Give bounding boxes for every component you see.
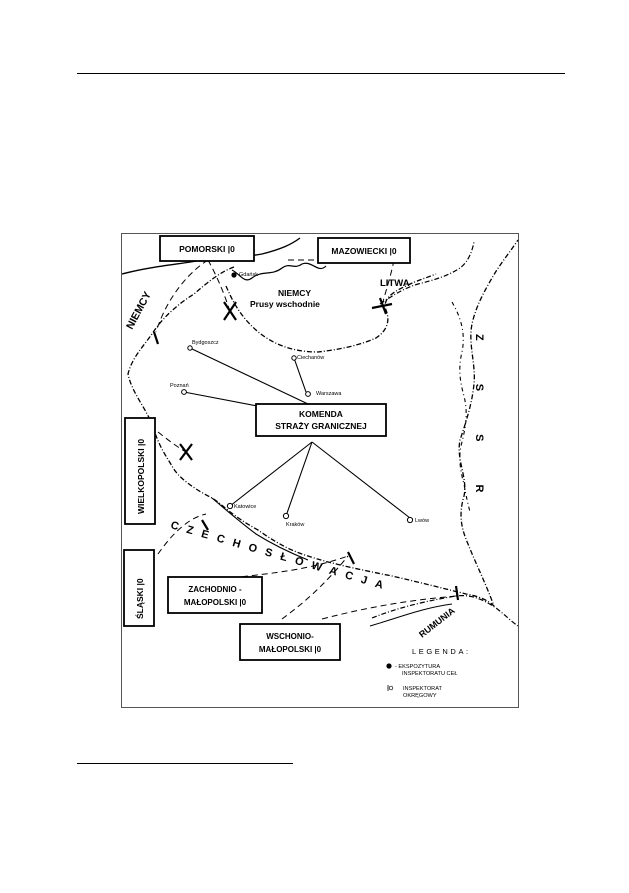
ciechanow-marker [291, 355, 297, 361]
romania-border [371, 595, 519, 627]
crossing-marker [371, 302, 393, 310]
crossing-marker [152, 331, 160, 345]
inspectorate-label-pomorski: POMORSKI |0 [179, 244, 235, 254]
legend-inspektorat-circle-icon [388, 685, 394, 691]
czechoslovakia-border [211, 497, 309, 561]
link-ciechanow-warszawa [293, 357, 307, 393]
country-label-litwa: LITWA [380, 278, 410, 289]
crossing-marker [179, 443, 193, 461]
country-label-prusy: Prusy wschodnie [250, 299, 320, 309]
inspectorate-label-zachodnio-2: MAŁOPOLSKI |0 [184, 598, 247, 607]
soviet-border [451, 301, 471, 513]
connector-wschodnio-east [321, 595, 457, 620]
gdansk-marker [231, 272, 237, 278]
crossing-marker [347, 551, 355, 565]
poland-border [127, 239, 519, 607]
city-label-gdansk: Gdańsk [239, 272, 258, 278]
inspectorate-label-wschodnio-1: WSCHONIO- [266, 632, 314, 641]
connector-pomorski-west [155, 259, 209, 333]
connector-wielkopolski [157, 431, 187, 453]
border-guard-map: Gdańsk Bydgoszcz Ciechanów Poznań Warsza… [122, 235, 519, 699]
legend-item2-line1: INSPEKTORAT [403, 686, 443, 692]
link-hq-krakow [285, 441, 313, 517]
crossing-marker [223, 301, 237, 321]
hq-label-line2: STRAŻY GRANICZNEJ [275, 421, 367, 431]
legend-title: LEGENDA: [412, 647, 471, 656]
inspectorate-box-wielkopolski: WIELKOPOLSKI |0 [124, 417, 156, 525]
lithuania-border [379, 241, 475, 305]
inspectorate-label-wschodnio-2: MAŁOPOLSKI |0 [259, 645, 322, 654]
bydgoszcz-marker [187, 345, 193, 351]
gdansk-bay-coast [231, 262, 327, 281]
romania-coast [369, 603, 453, 627]
east-prussia-border [225, 273, 437, 353]
country-label-zssr: Z S S R [473, 334, 485, 513]
border-crossings [152, 297, 460, 601]
inspectorate-box-wschodnio: WSCHONIO- MAŁOPOLSKI |0 [239, 623, 341, 661]
city-label-krakow: Kraków [286, 522, 304, 528]
legend-item1-line2: INSPEKTORATU CEŁ [402, 671, 457, 677]
city-label-ciechanow: Ciechanów [297, 355, 324, 361]
crossing-marker [454, 585, 460, 601]
hq-box: KOMENDA STRAŻY GRANICZNEJ [255, 403, 387, 437]
link-hq-lwow [311, 441, 411, 519]
inspectorate-label-mazowiecki: MAZOWIECKI |0 [331, 246, 396, 256]
inspectorate-box-mazowiecki: MAZOWIECKI |0 [317, 237, 411, 264]
legend-item1-line1: - EKSPOZYTURA [395, 664, 440, 670]
city-label-lwow: Lwów [415, 518, 429, 524]
link-poznan-hq [183, 391, 269, 409]
inspectorate-box-pomorski: POMORSKI |0 [159, 235, 255, 262]
connector-slaski [157, 513, 207, 555]
crossing-marker [201, 519, 209, 531]
city-label-bydgoszcz: Bydgoszcz [192, 340, 219, 346]
poznan-marker [181, 389, 187, 395]
legend: LEGENDA: - EKSPOZYTURA INSPEKTORATU CEŁ … [386, 647, 471, 699]
country-label-niemcy-east: NIEMCY [278, 288, 311, 298]
inspectorate-label-zachodnio-1: ZACHODNIO - [188, 585, 242, 594]
krakow-marker [282, 512, 290, 520]
inspectorate-box-zachodnio: ZACHODNIO - MAŁOPOLSKI |0 [167, 576, 263, 614]
legend-item2-line2: OKRĘGOWY [403, 693, 437, 699]
inspectorate-label-slaski: ŚLĄSKI |0 [134, 578, 145, 619]
warszawa-marker [305, 391, 311, 397]
footnote-rule [77, 763, 293, 764]
katowice-marker [226, 502, 234, 510]
country-label-niemcy-west: NIEMCY [124, 290, 154, 332]
city-label-katowice: Katowice [234, 504, 256, 510]
lwow-marker [406, 516, 414, 524]
city-label-warszawa: Warszawa [316, 391, 342, 397]
hq-links [183, 347, 411, 519]
header-rule [77, 73, 565, 74]
map-frame: Gdańsk Bydgoszcz Ciechanów Poznań Warsza… [121, 233, 519, 708]
link-bydgoszcz-warszawa [189, 347, 309, 405]
inspectorate-label-wielkopolski: WIELKOPOLSKI |0 [136, 439, 146, 514]
legend-ekspozytura-icon [386, 663, 392, 669]
city-label-poznan: Poznań [170, 383, 189, 389]
link-hq-katowice [229, 441, 313, 507]
hq-label-line1: KOMENDA [299, 409, 343, 419]
inspectorate-box-slaski: ŚLĄSKI |0 [123, 549, 155, 627]
